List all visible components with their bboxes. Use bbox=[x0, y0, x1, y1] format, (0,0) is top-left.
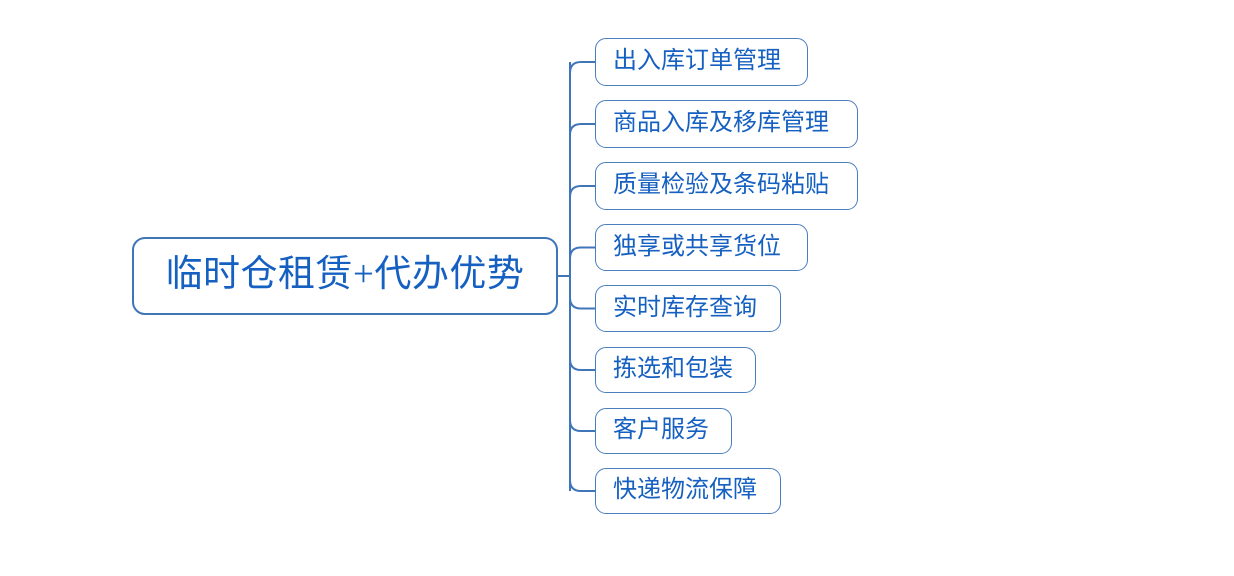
branch-node[interactable]: 独享或共享货位 bbox=[595, 224, 808, 271]
branch-node[interactable]: 出入库订单管理 bbox=[595, 38, 808, 86]
branch-connector bbox=[569, 185, 595, 198]
branch-node-label: 质量检验及条码粘贴 bbox=[613, 172, 829, 198]
branch-node[interactable]: 实时库存查询 bbox=[595, 285, 781, 332]
branch-node-label: 独享或共享货位 bbox=[613, 233, 781, 260]
branch-node[interactable]: 拣选和包装 bbox=[595, 347, 756, 393]
branch-node-label: 快递物流保障 bbox=[613, 477, 757, 503]
branch-connector bbox=[569, 419, 595, 432]
branch-node-label: 商品入库及移库管理 bbox=[613, 110, 829, 136]
branch-connector bbox=[569, 297, 595, 310]
branch-connector bbox=[569, 479, 595, 492]
branch-connector bbox=[569, 123, 595, 136]
branch-node-label: 拣选和包装 bbox=[613, 356, 733, 382]
branch-connector bbox=[569, 246, 595, 259]
branch-node-label: 出入库订单管理 bbox=[613, 48, 781, 74]
branch-connector bbox=[569, 61, 595, 74]
branch-node-label: 实时库存查询 bbox=[613, 294, 757, 321]
root-node-label: 临时仓租赁+代办优势 bbox=[165, 254, 525, 295]
branch-node-label: 客户服务 bbox=[613, 417, 709, 443]
branch-node[interactable]: 客户服务 bbox=[595, 408, 732, 454]
branch-connector bbox=[569, 358, 595, 371]
branch-node[interactable]: 快递物流保障 bbox=[595, 468, 781, 514]
root-node[interactable]: 临时仓租赁+代办优势 bbox=[132, 237, 558, 315]
branch-node[interactable]: 质量检验及条码粘贴 bbox=[595, 162, 858, 210]
branch-node[interactable]: 商品入库及移库管理 bbox=[595, 100, 858, 148]
